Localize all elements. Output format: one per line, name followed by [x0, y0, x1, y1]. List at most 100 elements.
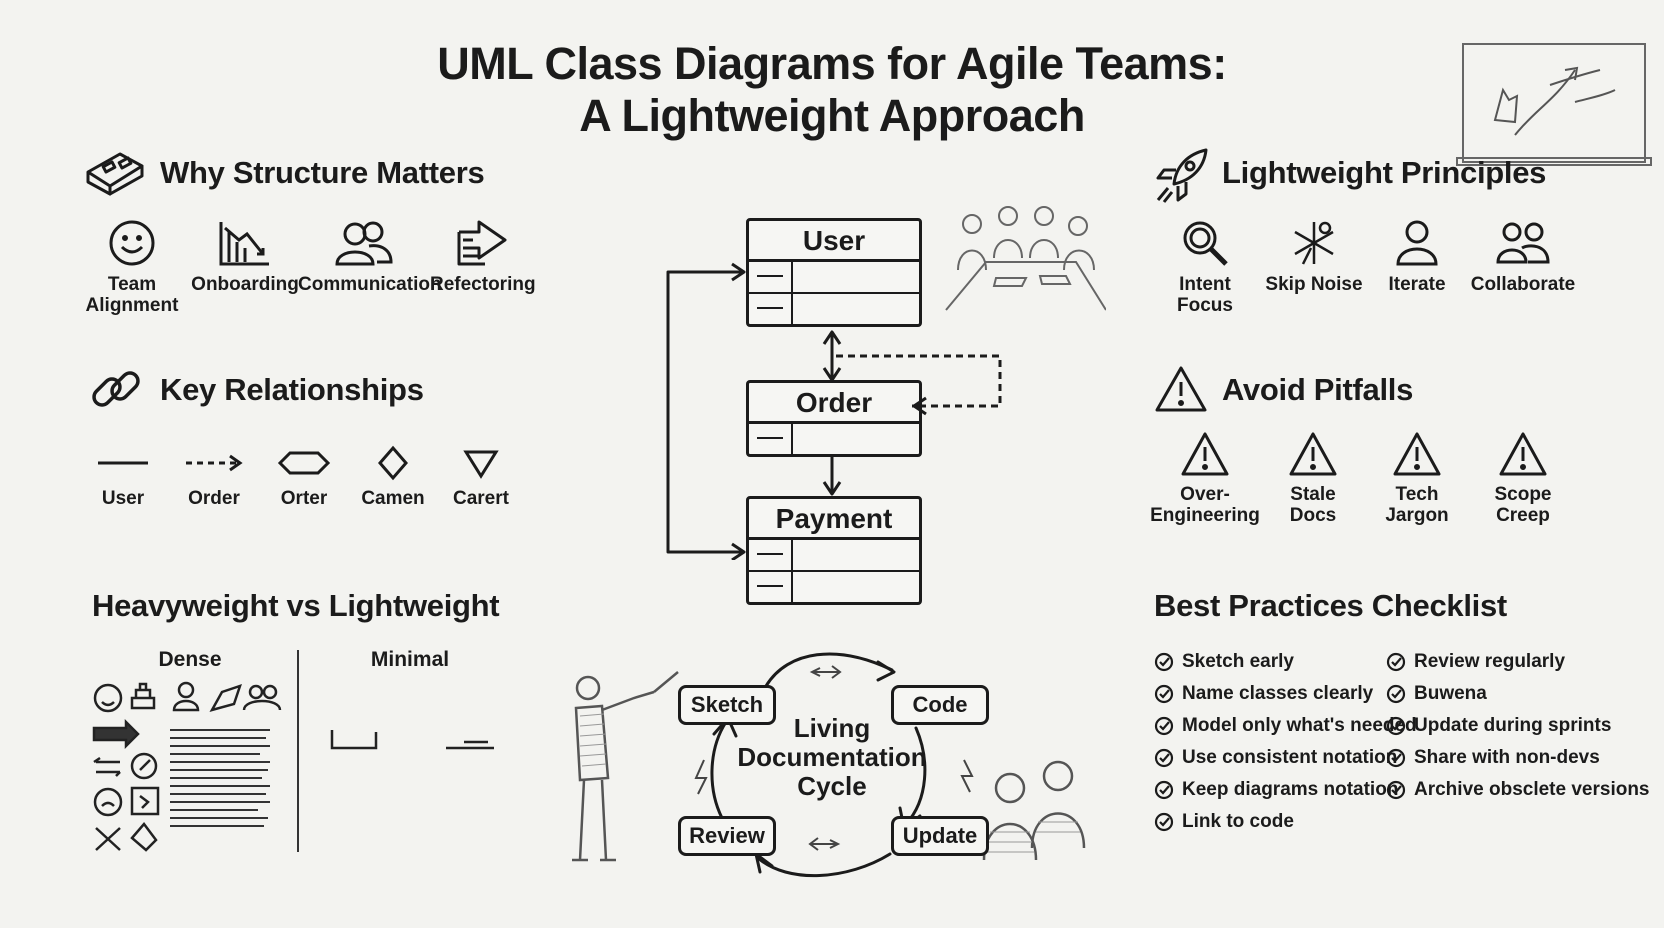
checklist-item: Model only what's needed — [1154, 710, 1417, 742]
person-sketching-illustration — [572, 671, 679, 862]
check-circle-icon — [1386, 684, 1406, 704]
people-icon — [335, 221, 393, 266]
checklist-left-column: Sketch early Name classes clearly Model … — [1154, 646, 1417, 838]
warning-icon — [1155, 366, 1207, 412]
magnifier-icon — [1183, 221, 1228, 266]
over-engineering-item: Over-Engineering — [1150, 430, 1260, 526]
check-circle-icon — [1386, 780, 1406, 800]
brick-icon — [86, 152, 144, 196]
check-circle-icon — [1154, 748, 1174, 768]
check-circle-icon — [1386, 716, 1406, 736]
iterate-label: Iterate — [1388, 274, 1446, 295]
title-line-1: UML Class Diagrams for Agile Teams: — [437, 38, 1227, 89]
checklist-item: Buwena — [1386, 678, 1650, 710]
team-alignment-label: Team Alignment — [85, 274, 179, 316]
checklist-item: Name classes clearly — [1154, 678, 1417, 710]
class-user-name: User — [749, 221, 919, 262]
lightweight-principles-heading: Lightweight Principles — [1222, 155, 1547, 190]
class-payment-attributes — [749, 540, 919, 572]
checklist-item: Use consistent notation — [1154, 742, 1417, 774]
dashed-arrow-icon — [186, 454, 243, 472]
cycle-center-line-2: Documentation — [737, 742, 927, 772]
warning-icon — [1181, 432, 1229, 476]
rel-orter-label: Orter — [280, 488, 328, 509]
warning-icon — [1499, 432, 1547, 476]
checklist-item: Archive obsclete versions — [1386, 774, 1650, 806]
minimal-label: Minimal — [370, 648, 450, 671]
scope-creep-label: Scope Creep — [1494, 484, 1552, 526]
class-user-attributes — [749, 262, 919, 294]
class-payment-name: Payment — [749, 499, 919, 540]
cycle-node-sketch: Sketch — [678, 685, 776, 725]
triangle-icon — [463, 450, 499, 479]
check-circle-icon — [1386, 652, 1406, 672]
heavy-vs-light-heading: Heavyweight vs Lightweight — [92, 588, 500, 623]
warning-icon — [1393, 432, 1441, 476]
rocket-icon — [1156, 148, 1208, 203]
intent-focus-label: Intent Focus — [1177, 274, 1233, 316]
minimal-diagram-illustration — [330, 730, 494, 750]
dense-diagram-illustration — [92, 681, 282, 852]
check-circle-icon — [1154, 652, 1174, 672]
title-line-2: A Lightweight Approach — [579, 90, 1085, 141]
checklist-item: Share with non-devs — [1386, 742, 1650, 774]
check-circle-icon — [1154, 812, 1174, 832]
stale-docs-item: Stale Docs — [1268, 430, 1358, 526]
checklist-item: Keep diagrams notation — [1154, 774, 1417, 806]
rel-order-label: Order — [188, 488, 240, 509]
class-order-attributes — [749, 424, 919, 454]
class-order: Order — [746, 380, 922, 457]
scatter-icon — [1294, 221, 1334, 265]
tech-jargon-item: Tech Jargon — [1372, 430, 1462, 526]
check-circle-icon — [1154, 716, 1174, 736]
over-engineering-label: Over-Engineering — [1150, 484, 1260, 526]
smiley-icon — [109, 220, 155, 266]
communication-label: Communication — [298, 274, 442, 295]
cycle-center-line-3: Cycle — [797, 771, 867, 801]
cycle-center-line-1: Living — [793, 713, 871, 743]
class-user: User — [746, 218, 922, 327]
checklist-item: Update during sprints — [1386, 710, 1650, 742]
team-meeting-illustration — [945, 206, 1106, 311]
key-relationships-heading: Key Relationships — [160, 372, 424, 407]
page-title: UML Class Diagrams for Agile Teams: A Li… — [0, 38, 1664, 142]
chain-link-icon — [92, 371, 140, 407]
hexagon-icon — [277, 451, 331, 475]
iterate-item: Iterate — [1374, 218, 1460, 295]
group-icon — [1496, 222, 1550, 264]
refactoring-label: Refectoring — [430, 274, 536, 295]
cycle-center-label: Living Documentation Cycle — [736, 714, 928, 801]
dense-label: Dense — [158, 648, 222, 671]
intent-focus-item: Intent Focus — [1150, 218, 1260, 316]
tech-jargon-label: Tech Jargon — [1385, 484, 1449, 526]
scope-creep-item: Scope Creep — [1478, 430, 1568, 526]
collaborate-label: Collaborate — [1470, 274, 1576, 295]
onboarding-label: Onboarding — [191, 274, 299, 295]
cycle-node-update: Update — [891, 816, 989, 856]
checklist-right-column: Review regularly Buwena Update during sp… — [1386, 646, 1650, 806]
whiteboard-illustration — [1456, 43, 1652, 166]
team-members-illustration — [982, 760, 1086, 861]
team-alignment-item: Team Alignment — [82, 218, 182, 316]
warning-icon — [1289, 432, 1337, 476]
checklist-item: Link to code — [1154, 806, 1417, 838]
check-circle-icon — [1154, 684, 1174, 704]
class-order-name: Order — [749, 383, 919, 424]
cycle-node-review: Review — [678, 816, 776, 856]
checklist-item: Sketch early — [1154, 646, 1417, 678]
why-structure-heading: Why Structure Matters — [160, 155, 485, 190]
collaborate-item: Collaborate — [1468, 218, 1578, 295]
onboarding-item: Onboarding — [190, 218, 300, 295]
class-payment-methods — [749, 572, 919, 602]
avoid-pitfalls-heading: Avoid Pitfalls — [1222, 372, 1414, 407]
diamond-icon — [378, 445, 408, 481]
best-practices-heading: Best Practices Checklist — [1154, 588, 1507, 623]
checklist-item: Review regularly — [1386, 646, 1650, 678]
skip-noise-label: Skip Noise — [1265, 274, 1363, 295]
check-circle-icon — [1154, 780, 1174, 800]
skip-noise-item: Skip Noise — [1264, 218, 1364, 295]
rel-camen-label: Camen — [361, 488, 425, 509]
communication-item: Communication — [298, 218, 442, 295]
solid-line-icon — [98, 461, 148, 465]
class-user-methods — [749, 294, 919, 324]
